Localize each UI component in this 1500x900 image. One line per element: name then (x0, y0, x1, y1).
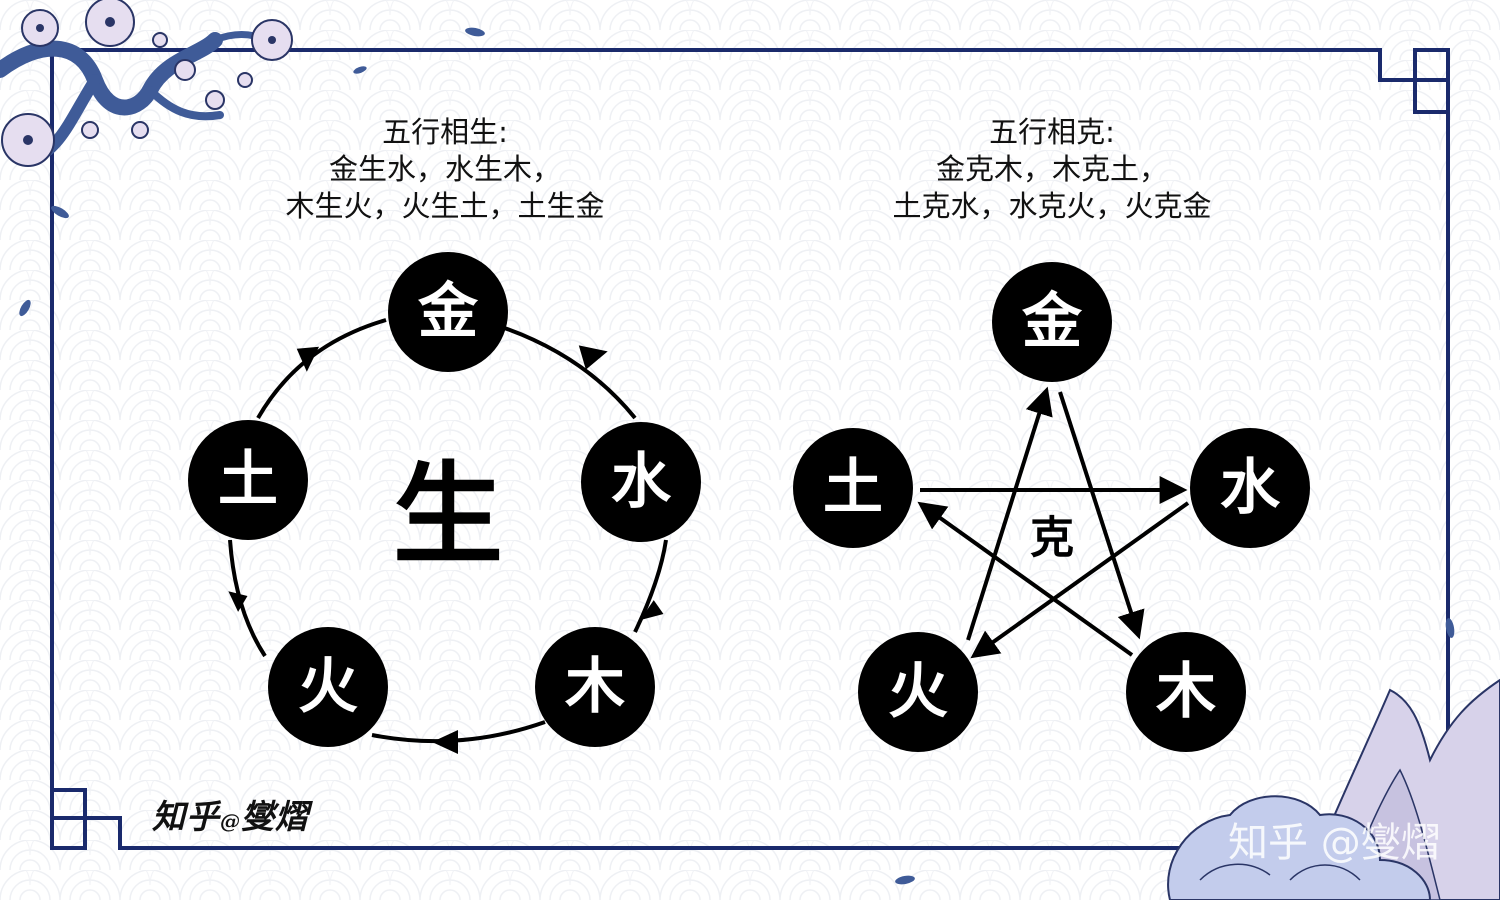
node-earth-right-label: 土 (823, 453, 883, 523)
node-wood-right: 木 (1126, 632, 1246, 752)
generating-cycle-caption: 五行相生: 金生水，水生木， 木生火，火生土，土生金 (215, 114, 675, 225)
arrow-fire-to-metal (966, 386, 1053, 641)
blossom-branch-icon (0, 0, 293, 167)
node-wood: 木 (535, 627, 655, 747)
node-fire-right: 火 (858, 632, 978, 752)
node-metal: 金 (388, 252, 508, 372)
arrow-earth-to-metal (256, 318, 387, 419)
overcoming-cycle-line-2: 土克水，水克火，火克金 (892, 189, 1212, 223)
arrow-metal-to-wood (1058, 391, 1145, 640)
node-metal-right: 金 (992, 262, 1112, 382)
node-metal-label: 金 (418, 277, 479, 347)
node-water: 水 (581, 422, 701, 542)
author-signature: 知乎@燮熠 (152, 790, 309, 838)
arrow-water-to-fire (970, 501, 1190, 659)
overcoming-arrows (917, 386, 1190, 659)
arrow-water-to-wood (633, 539, 668, 633)
node-water-right-label: 水 (1220, 453, 1281, 523)
node-earth: 土 (188, 420, 308, 540)
arrowhead-wood-fire (432, 730, 458, 754)
overcoming-center-label: 克 (1030, 513, 1074, 564)
petal-decoration (19, 27, 1455, 885)
generating-cycle-line-2: 木生火，火生土，土生金 (285, 189, 605, 223)
node-wood-right-label: 木 (1156, 657, 1216, 727)
generating-center-label: 生 (393, 451, 503, 579)
node-water-label: 水 (611, 447, 672, 517)
arrowhead-earth-metal (296, 346, 320, 372)
generating-cycle-line-1: 金生水，水生木， (328, 152, 561, 186)
node-earth-right: 土 (793, 428, 913, 548)
generating-cycle-title: 五行相生: (382, 115, 508, 149)
node-fire-right-label: 火 (888, 657, 948, 727)
generating-arrowheads (228, 345, 664, 754)
arrowhead-fire-earth (228, 591, 248, 612)
overcoming-cycle-title: 五行相克: (989, 115, 1115, 149)
node-metal-right-label: 金 (1022, 287, 1083, 357)
generating-cycle-diagram: 金 水 木 火 土 生 (188, 252, 701, 754)
node-wood-label: 木 (565, 652, 625, 722)
arrow-metal-to-water (485, 320, 637, 420)
node-fire-label: 火 (298, 652, 358, 722)
node-earth-label: 土 (218, 445, 278, 515)
signature-main: 知乎 (152, 797, 220, 836)
signature-at: @ (220, 809, 241, 833)
zhihu-watermark: 知乎 @燮熠 (1228, 820, 1441, 866)
overcoming-cycle-diagram: 金 水 木 火 土 克 (793, 262, 1310, 752)
node-fire: 火 (268, 627, 388, 747)
frame-border (50, 48, 1450, 850)
arrowhead-metal-water (578, 345, 608, 370)
signature-name: 燮熠 (241, 797, 309, 836)
arrow-wood-to-earth (917, 501, 1134, 657)
overcoming-cycle-caption: 五行相克: 金克木，木克土， 土克水，水克火，火克金 (822, 114, 1282, 225)
arrow-wood-to-fire (371, 720, 546, 744)
overcoming-cycle-line-1: 金克木，木克土， (935, 152, 1168, 186)
node-water-right: 水 (1190, 428, 1310, 548)
mountain-cloud-icon (1167, 678, 1500, 900)
arrowhead-water-wood (640, 600, 664, 621)
